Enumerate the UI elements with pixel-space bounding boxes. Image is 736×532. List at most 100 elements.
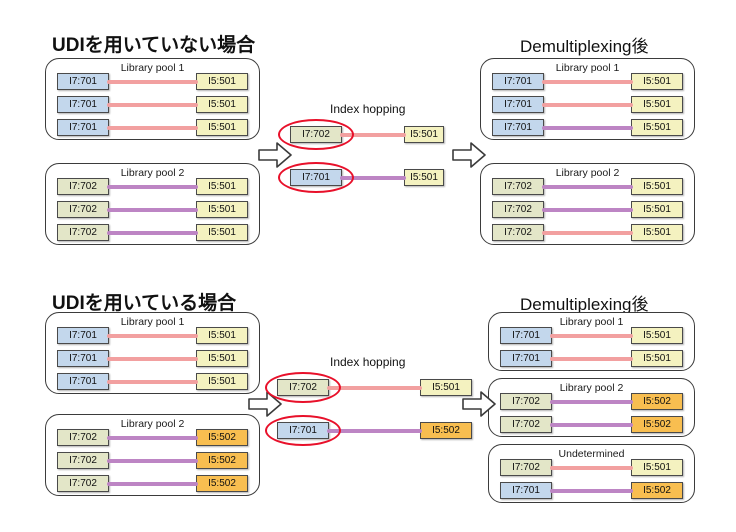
connector-line	[542, 79, 633, 84]
connector-line	[550, 488, 633, 493]
index-box-i5: I5:501	[196, 327, 248, 344]
connector-line	[550, 399, 633, 404]
connector-line	[107, 435, 198, 440]
index-box-i5: I5:502	[196, 452, 248, 469]
connector-line	[107, 184, 198, 189]
connector-line	[107, 333, 198, 338]
index-box-i7: I7:702	[492, 224, 544, 241]
index-box-i7: I7:702	[57, 452, 109, 469]
connector-line	[550, 422, 633, 427]
heading-udi: UDIを用いている場合	[52, 293, 237, 314]
index-box-i5: I5:501	[631, 178, 683, 195]
heading-demultiplexing-bottom: Demultiplexing後	[520, 295, 649, 314]
index-box-i5: I5:501	[631, 459, 683, 476]
index-box-i7: I7:701	[57, 327, 109, 344]
index-box-i5: I5:501	[196, 350, 248, 367]
index-box-i5: I5:501	[631, 73, 683, 90]
highlight-ellipse	[278, 162, 354, 193]
index-box-i5: I5:501	[196, 73, 248, 90]
label-index-hopping-top: Index hopping	[330, 102, 406, 116]
connector-line	[327, 428, 422, 433]
index-box-i5-hopped: I5:502	[420, 422, 472, 439]
index-box-i5-hopped: I5:501	[420, 379, 472, 396]
index-box-i5: I5:501	[196, 96, 248, 113]
highlight-ellipse	[265, 415, 341, 446]
index-box-i7: I7:702	[492, 201, 544, 218]
connector-line	[542, 230, 633, 235]
index-box-i5: I5:501	[196, 119, 248, 136]
connector-line	[542, 125, 633, 130]
arrow-right-top-left	[258, 141, 292, 169]
index-box-i7: I7:701	[492, 96, 544, 113]
index-box-i5: I5:502	[631, 482, 683, 499]
index-box-i5: I5:501	[631, 201, 683, 218]
index-box-i7: I7:701	[57, 96, 109, 113]
connector-line	[107, 207, 198, 212]
index-box-i7: I7:702	[500, 393, 552, 410]
arrow-right-top-right	[452, 141, 486, 169]
index-box-i7: I7:701	[57, 73, 109, 90]
heading-demultiplexing-top: Demultiplexing後	[520, 37, 649, 56]
arrow-right-bottom-left	[248, 390, 282, 418]
connector-line	[550, 465, 633, 470]
index-box-i7: I7:701	[492, 73, 544, 90]
index-box-i7: I7:702	[57, 201, 109, 218]
highlight-ellipse	[265, 372, 341, 403]
highlight-ellipse	[278, 119, 354, 150]
index-box-i7: I7:702	[57, 475, 109, 492]
index-box-i5: I5:502	[196, 475, 248, 492]
pool-title: Library pool 2	[559, 382, 624, 394]
pool-title: Library pool 2	[555, 167, 620, 179]
index-box-i7: I7:701	[500, 350, 552, 367]
connector-line	[550, 333, 633, 338]
index-box-i5: I5:501	[196, 201, 248, 218]
label-index-hopping-bottom: Index hopping	[330, 355, 406, 369]
index-box-i7: I7:702	[500, 416, 552, 433]
connector-line	[542, 102, 633, 107]
index-box-i5: I5:501	[631, 350, 683, 367]
pool-title: Library pool 1	[559, 316, 624, 328]
connector-line	[107, 230, 198, 235]
pool-title: Library pool 2	[120, 418, 185, 430]
pool-title: Library pool 1	[120, 316, 185, 328]
connector-line	[107, 481, 198, 486]
index-box-i7: I7:701	[57, 350, 109, 367]
connector-line	[107, 102, 198, 107]
index-box-i7: I7:701	[492, 119, 544, 136]
connector-line	[542, 207, 633, 212]
heading-no-udi: UDIを用いていない場合	[52, 35, 256, 56]
pool-title: Library pool 2	[120, 167, 185, 179]
index-box-i5: I5:502	[631, 416, 683, 433]
index-box-i7: I7:701	[57, 373, 109, 390]
arrow-right-bottom-right	[462, 390, 496, 418]
index-box-i7: I7:701	[500, 327, 552, 344]
connector-line	[107, 79, 198, 84]
index-box-i7: I7:701	[57, 119, 109, 136]
index-box-i5: I5:501	[631, 327, 683, 344]
connector-line	[107, 125, 198, 130]
index-box-i5: I5:501	[196, 178, 248, 195]
index-box-i7: I7:702	[57, 178, 109, 195]
index-box-i5: I5:501	[631, 96, 683, 113]
connector-line	[550, 356, 633, 361]
connector-line	[107, 356, 198, 361]
connector-line	[340, 132, 406, 137]
index-box-i5-hopped: I5:501	[404, 126, 444, 143]
pool-title: Library pool 1	[120, 62, 185, 74]
index-box-i7: I7:702	[500, 459, 552, 476]
index-box-i5: I5:502	[196, 429, 248, 446]
index-box-i7: I7:701	[500, 482, 552, 499]
index-box-i5: I5:502	[631, 393, 683, 410]
connector-line	[107, 458, 198, 463]
index-box-i5: I5:501	[196, 224, 248, 241]
index-box-i5-hopped: I5:501	[404, 169, 444, 186]
connector-line	[327, 385, 422, 390]
connector-line	[340, 175, 406, 180]
connector-line	[542, 184, 633, 189]
index-box-i7: I7:702	[57, 224, 109, 241]
connector-line	[107, 379, 198, 384]
index-box-i5: I5:501	[631, 119, 683, 136]
index-box-i5: I5:501	[631, 224, 683, 241]
index-box-i7: I7:702	[57, 429, 109, 446]
